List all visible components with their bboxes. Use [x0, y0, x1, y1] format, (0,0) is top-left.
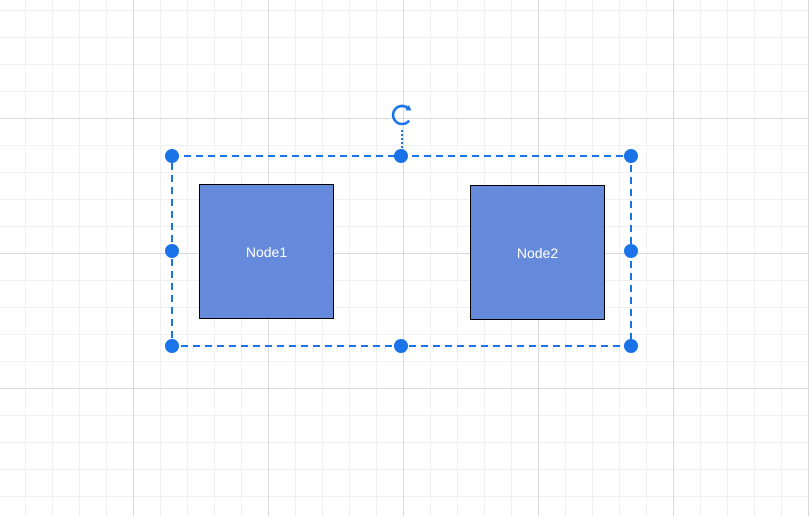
node-label: Node1: [245, 243, 288, 260]
rotate-handle-icon[interactable]: [388, 101, 416, 129]
resize-handle-sw[interactable]: [165, 339, 179, 353]
resize-handle-e[interactable]: [624, 244, 638, 258]
node-label: Node2: [516, 244, 559, 261]
resize-handle-nw[interactable]: [165, 149, 179, 163]
resize-handle-w[interactable]: [165, 244, 179, 258]
node-node2[interactable]: Node2: [470, 185, 605, 320]
node-node1[interactable]: Node1: [199, 184, 334, 319]
rotate-connector-line: [400, 130, 403, 148]
resize-handle-s[interactable]: [394, 339, 408, 353]
resize-handle-ne[interactable]: [624, 149, 638, 163]
resize-handle-n[interactable]: [394, 149, 408, 163]
resize-handle-se[interactable]: [624, 339, 638, 353]
